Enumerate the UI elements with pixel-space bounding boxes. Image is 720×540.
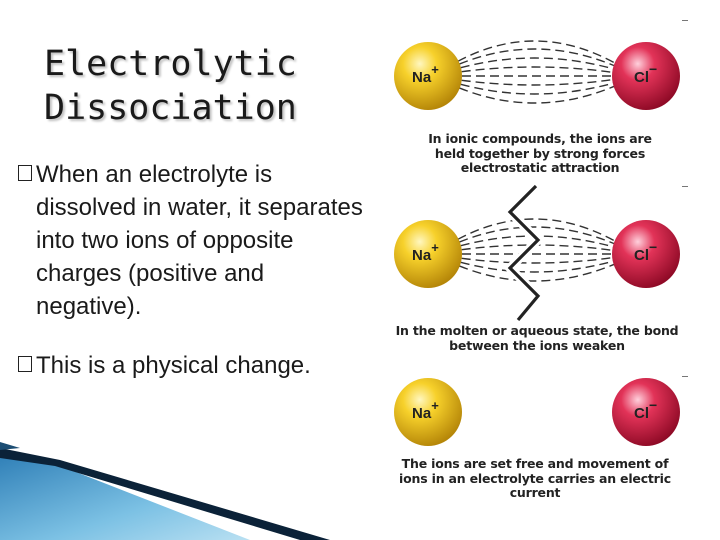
bullet-item: This is a physical change. [18, 349, 368, 382]
chloride-ion [612, 42, 680, 110]
slide-title: Electrolytic Dissociation [44, 44, 297, 128]
bullet-box-icon [18, 356, 32, 372]
bullet-text: When an electrolyte is dissolved in wate… [36, 161, 363, 320]
chloride-ion [612, 378, 680, 446]
plus-sign: + [431, 62, 439, 77]
plus-sign: + [431, 398, 439, 413]
panel-2-caption: In the molten or aqueous state, the bond… [395, 323, 679, 353]
minus-sign: − [649, 239, 657, 255]
svg-text:Cl−: Cl− [634, 239, 657, 264]
sodium-ion [394, 220, 462, 288]
svg-text:Na+: Na+ [412, 240, 439, 264]
dissociation-diagram: Na+ Cl− Na+ [384, 14, 690, 514]
corner-accent-graphic [0, 442, 330, 540]
diagram-graphic: Na+ Cl− Na+ [394, 40, 680, 446]
panel-1-attraction: Na+ Cl− [394, 40, 680, 110]
sodium-label: Na [412, 69, 432, 86]
panel-3-free-ions: Na+ Cl− [394, 378, 680, 446]
sodium-label: Na [412, 247, 432, 264]
panel-1-caption: In ionic compounds, the ions are held to… [428, 131, 652, 175]
plus-sign: + [431, 240, 439, 255]
chloride-label: Cl [634, 69, 649, 86]
sodium-ion [394, 42, 462, 110]
minus-sign: − [649, 397, 657, 413]
divider [682, 376, 688, 377]
panel-2-weakening: Na+ Cl− [394, 182, 680, 323]
chloride-ion [612, 220, 680, 288]
svg-text:Cl−: Cl− [634, 61, 657, 86]
svg-text:Na+: Na+ [412, 62, 439, 86]
chloride-label: Cl [634, 405, 649, 422]
svg-text:Na+: Na+ [412, 398, 439, 422]
divider [682, 186, 688, 187]
svg-text:Cl−: Cl− [634, 397, 657, 422]
chloride-label: Cl [634, 247, 649, 264]
sodium-ion [394, 378, 462, 446]
sodium-label: Na [412, 405, 432, 422]
panel-3-caption: The ions are set free and movement of io… [399, 456, 671, 500]
divider [682, 20, 688, 21]
bullet-text: This is a physical change. [36, 352, 311, 379]
minus-sign: − [649, 61, 657, 77]
bullet-item: When an electrolyte is dissolved in wate… [18, 158, 368, 323]
bullet-list: When an electrolyte is dissolved in wate… [18, 158, 368, 408]
bullet-box-icon [18, 165, 32, 181]
